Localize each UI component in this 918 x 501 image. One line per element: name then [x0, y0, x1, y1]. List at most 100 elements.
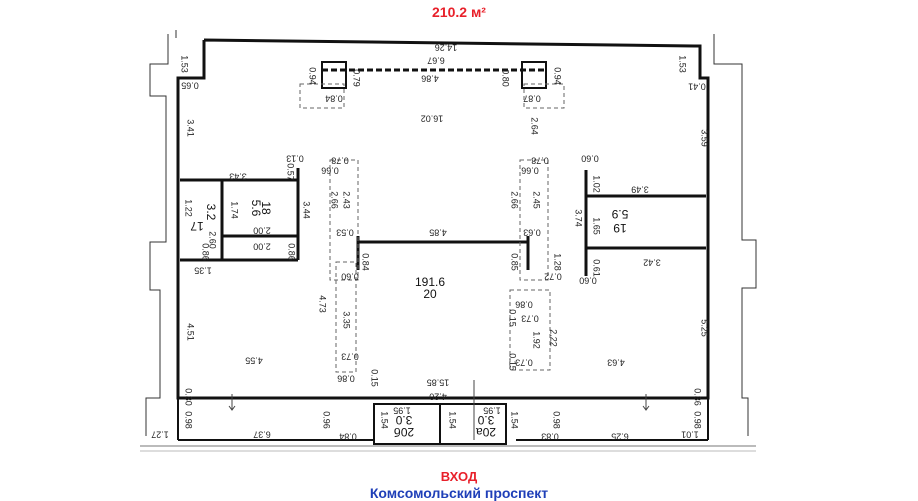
dimension-label: 3.42	[643, 258, 661, 268]
dimension-label: 0.73	[515, 358, 533, 368]
dimension-label: 3.74	[574, 209, 584, 227]
main-perimeter-wall	[176, 38, 710, 400]
dimension-label: 0.84	[325, 94, 343, 104]
dimension-label: 0.63	[523, 228, 541, 238]
dimension-label: 3.49	[631, 185, 649, 195]
dimension-label: 1.28	[553, 253, 563, 271]
room-20b-area: 3.0	[395, 413, 412, 427]
room-19-area: 5.9	[611, 207, 628, 221]
dimension-label: 6.37	[253, 430, 271, 440]
room-20-area: 191.6	[415, 275, 445, 289]
dimension-label: 1.01	[681, 430, 699, 440]
dimension-label: 1.54	[510, 411, 520, 429]
room-17-number: 17	[190, 219, 204, 233]
dimension-label: 4.86	[421, 74, 439, 84]
dimension-label: 0.78	[331, 156, 349, 166]
dimension-label: 6.67	[427, 56, 445, 66]
outer-wall-left	[145, 34, 169, 436]
dimension-label: 1.95	[483, 406, 501, 416]
dimension-label: 2.00	[253, 242, 271, 252]
outer-wall-right	[713, 34, 757, 436]
dimension-label: 1.65	[592, 217, 602, 235]
dimension-label: 0.65	[181, 81, 199, 91]
dimension-label: 0.41	[688, 82, 706, 92]
room-17-area: 3.2	[204, 204, 218, 221]
dimension-label: 16.02	[421, 114, 444, 124]
dimension-label: 1.54	[448, 411, 458, 429]
room-20b-number: 20б	[394, 425, 414, 439]
dimension-label: 0.84	[361, 253, 371, 271]
dimension-label: 2.22	[549, 329, 559, 347]
dimension-label: 0.86	[201, 243, 211, 261]
dimension-label: 0.60	[341, 272, 359, 282]
dimension-label: 1.92	[532, 331, 542, 349]
dimension-label: 0.73	[341, 352, 359, 362]
dimension-label: 2.66	[330, 191, 340, 209]
dimension-label: 0.98	[184, 411, 194, 429]
dimension-label: 1.35	[194, 266, 212, 276]
dimension-label: 0.15	[370, 369, 380, 387]
dimension-label: 0.66	[521, 166, 539, 176]
total-area-title: 210.2 м²	[432, 4, 486, 20]
dimension-label: 15.85	[427, 378, 450, 388]
dimension-label: 1.95	[393, 406, 411, 416]
dimension-label: 0.73	[521, 314, 539, 324]
dimension-label: 5.25	[700, 319, 710, 337]
dimension-label: 4.73	[318, 295, 328, 313]
dimension-label: 0.83	[541, 432, 559, 442]
dimension-label: 4.85	[429, 228, 447, 238]
dimension-label: 2.43	[342, 191, 352, 209]
dimension-label: 0.57	[286, 163, 296, 181]
dimension-label: 3.59	[700, 129, 710, 147]
dimension-label: 4.20	[429, 392, 447, 402]
dimension-label: 3.43	[229, 172, 247, 182]
dimension-label: 2.45	[532, 191, 542, 209]
dimension-label: 0.60	[581, 154, 599, 164]
dimension-label: 2.64	[530, 117, 540, 135]
dimension-label: 2.60	[208, 231, 218, 249]
dimension-label: 0.98	[552, 411, 562, 429]
dimension-label: 1.74	[230, 201, 240, 219]
vestibule-20a	[439, 403, 507, 445]
room-20a-number: 20а	[476, 425, 496, 439]
dimension-label: 6.25	[611, 432, 629, 442]
dimension-label: 0.80	[501, 69, 511, 87]
dimension-label: 0.72	[544, 272, 562, 282]
dimension-label: 4.51	[186, 323, 196, 341]
room-20a-area: 3.0	[477, 413, 494, 427]
dimension-label: 1.27	[151, 430, 169, 440]
street-label: Комсомольский проспект	[369, 485, 549, 501]
dimension-label: 0.60	[579, 276, 597, 286]
dimension-label: 0.85	[510, 253, 520, 271]
dimension-label: 0.15	[508, 309, 518, 327]
dimension-label: 1.02	[592, 175, 602, 193]
dimension-label: 1.53	[678, 55, 688, 73]
dimension-label: 0.13	[286, 154, 304, 164]
room-20-number: 20	[423, 287, 437, 301]
dimension-label: 0.84	[339, 432, 357, 442]
dimension-label: 0.86	[287, 243, 297, 261]
dimension-label: 3.35	[342, 311, 352, 329]
dimension-label: 0.15	[508, 353, 518, 371]
dimension-label: 0.87	[523, 94, 541, 104]
dimension-label: 14.26	[435, 43, 458, 53]
dimension-label: 0.78	[531, 156, 549, 166]
dimension-label: 0.53	[336, 228, 354, 238]
dimension-label: 0.98	[693, 411, 703, 429]
dimension-label: 3.41	[186, 119, 196, 137]
dimension-label: 2.00	[253, 226, 271, 236]
dimension-label: 0.61	[592, 259, 602, 277]
room-18-area: 5.6	[249, 200, 263, 217]
dimension-label: 0.86	[515, 300, 533, 310]
dimension-label: 0.94	[553, 67, 563, 85]
dimension-label: 4.55	[245, 356, 263, 366]
dimension-label: 0.96	[322, 411, 332, 429]
dimension-label: 0.79	[352, 69, 362, 87]
dimension-label: 0.66	[321, 166, 339, 176]
dimension-label: 3.44	[302, 201, 312, 219]
room-18-number: 18	[259, 201, 273, 215]
dimension-label: 0.30	[184, 388, 194, 406]
dimension-label: 0.94	[308, 67, 318, 85]
room-19-number: 19	[613, 221, 627, 235]
